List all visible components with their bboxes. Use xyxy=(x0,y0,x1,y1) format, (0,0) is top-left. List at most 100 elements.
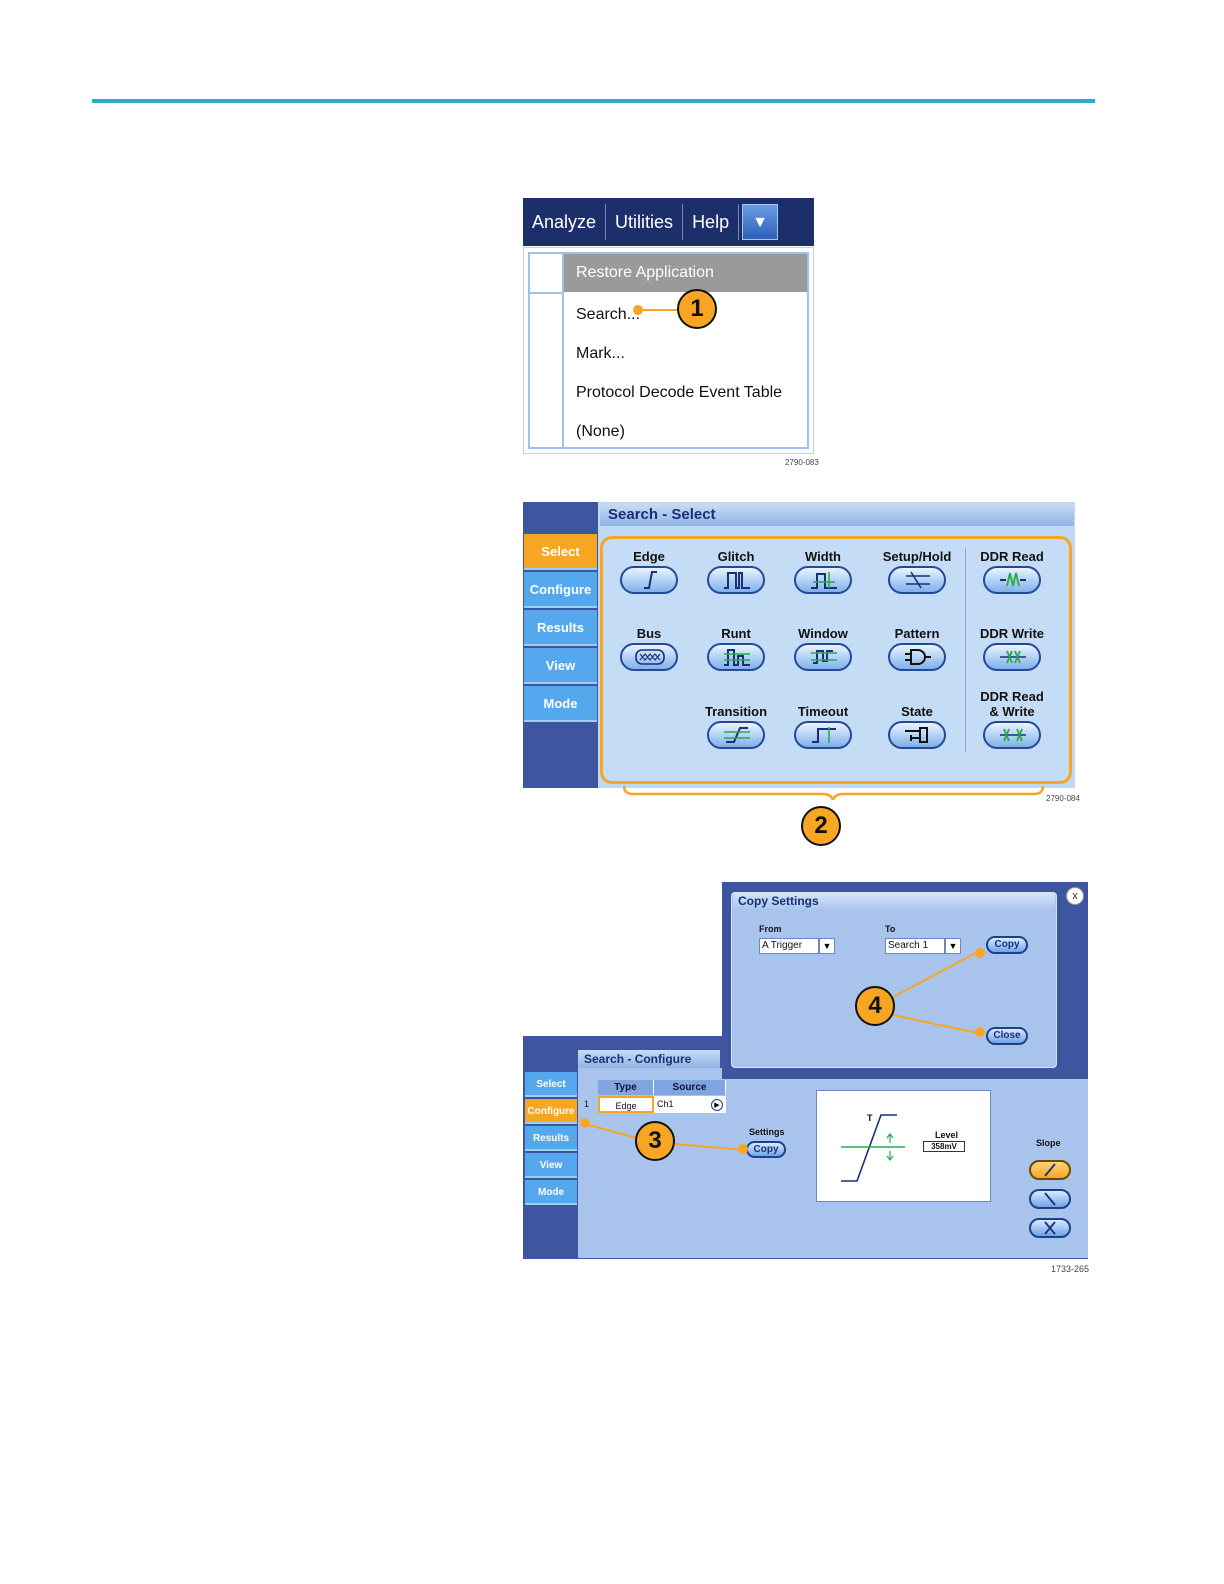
width-icon xyxy=(811,572,837,589)
bus-button[interactable] xyxy=(620,643,678,671)
width-button[interactable] xyxy=(794,566,852,594)
transition-button[interactable] xyxy=(707,721,765,749)
window-icon xyxy=(811,650,837,664)
tab-results[interactable]: Results xyxy=(525,1126,577,1151)
menu-item-search[interactable]: Search... xyxy=(576,306,641,323)
rising-edge-icon xyxy=(1044,1163,1056,1177)
menu-item-protocol-decode-event-table[interactable]: Protocol Decode Event Table xyxy=(576,384,783,401)
menu-gutter xyxy=(530,254,564,447)
ddr-read-write-button[interactable] xyxy=(983,721,1041,749)
slope-either-button[interactable] xyxy=(1029,1218,1071,1238)
callout-3: 3 xyxy=(635,1121,675,1161)
label-pattern: Pattern xyxy=(894,626,940,641)
ddr-write-button[interactable] xyxy=(983,643,1041,671)
level-label: Level xyxy=(935,1130,959,1140)
from-label: From xyxy=(759,924,782,934)
from-select[interactable]: A Trigger xyxy=(759,938,819,954)
source-cell[interactable]: Ch1 xyxy=(654,1096,726,1113)
edge-preview: T Level 358mV xyxy=(816,1090,991,1202)
label-transition: Transition xyxy=(704,704,768,719)
label-bus: Bus xyxy=(636,626,662,641)
menu-bar: Analyze Utilities Help ▼ xyxy=(523,198,814,246)
copy-button[interactable]: Copy xyxy=(986,936,1028,954)
label-glitch: Glitch xyxy=(717,549,755,564)
slope-falling-button[interactable] xyxy=(1029,1189,1071,1209)
either-edge-icon xyxy=(1044,1221,1056,1235)
label-width: Width xyxy=(805,549,841,564)
menu-item-restore-application[interactable]: Restore Application xyxy=(564,254,807,292)
to-label: To xyxy=(885,924,896,934)
menu-help[interactable]: Help xyxy=(683,204,740,240)
callout-3-dot-right xyxy=(738,1144,748,1154)
copy-settings-button[interactable]: Copy xyxy=(746,1141,786,1158)
divider xyxy=(965,548,966,752)
falling-edge-icon xyxy=(1044,1192,1056,1206)
dialog-title: Copy Settings xyxy=(733,893,1055,910)
menu-item-none[interactable]: (None) xyxy=(576,423,625,440)
ddr-read-button[interactable] xyxy=(983,566,1041,594)
label-runt: Runt xyxy=(721,626,751,641)
panel-title: Search - Configure xyxy=(578,1050,720,1068)
callout-4: 4 xyxy=(855,986,895,1026)
close-button[interactable]: Close xyxy=(986,1027,1028,1045)
panel-title: Search - Select xyxy=(600,504,1074,526)
callout-2-bracket xyxy=(623,786,1044,800)
source-arrow-icon[interactable]: ▶ xyxy=(711,1099,723,1111)
label-ddr-read-write-2: & Write xyxy=(989,704,1035,719)
menu-item-mark[interactable]: Mark... xyxy=(576,345,625,362)
tab-select[interactable]: Select xyxy=(525,1072,577,1097)
edge-waveform-icon xyxy=(841,1114,905,1182)
col-source: Source xyxy=(654,1080,726,1095)
tab-view[interactable]: View xyxy=(524,648,597,684)
label-state: State xyxy=(901,704,933,719)
to-select[interactable]: Search 1 xyxy=(885,938,945,954)
setup-hold-button[interactable] xyxy=(888,566,946,594)
dropdown-menu: Restore Application Search... Mark... Pr… xyxy=(523,247,814,454)
slope-label: Slope xyxy=(1036,1138,1061,1148)
state-button[interactable] xyxy=(888,721,946,749)
menu-utilities[interactable]: Utilities xyxy=(606,204,684,240)
state-icon xyxy=(905,727,928,743)
callout-4-dot-upper xyxy=(975,948,985,958)
runt-button[interactable] xyxy=(707,643,765,671)
close-icon[interactable]: x xyxy=(1066,887,1084,905)
label-ddr-read: DDR Read xyxy=(980,549,1044,564)
bus-icon xyxy=(635,649,665,665)
figure-number: 2790-083 xyxy=(785,458,819,467)
window-button[interactable] xyxy=(794,643,852,671)
runt-icon xyxy=(724,649,750,666)
slope-rising-button[interactable] xyxy=(1029,1160,1071,1180)
tab-configure[interactable]: Configure xyxy=(525,1099,577,1124)
callout-1-line xyxy=(638,309,680,311)
ddr-read-write-icon xyxy=(1000,728,1026,742)
ddr-write-icon xyxy=(1000,650,1026,664)
tab-select[interactable]: Select xyxy=(524,534,597,570)
tab-mode[interactable]: Mode xyxy=(525,1180,577,1205)
label-ddr-read-write-1: DDR Read xyxy=(980,689,1044,704)
type-cell[interactable]: Edge xyxy=(598,1096,654,1113)
tab-mode[interactable]: Mode xyxy=(524,686,597,722)
settings-label: Settings xyxy=(749,1127,785,1137)
tab-view[interactable]: View xyxy=(525,1153,577,1178)
trigger-t-marker: T xyxy=(867,1113,873,1123)
callout-3-dot-left xyxy=(580,1118,590,1128)
edge-icon xyxy=(644,571,657,589)
label-timeout: Timeout xyxy=(797,704,849,719)
dropdown-arrow-button[interactable]: ▼ xyxy=(742,204,779,240)
ddr-read-icon xyxy=(1000,572,1026,587)
edge-button[interactable] xyxy=(620,566,678,594)
setup-hold-icon xyxy=(906,571,930,589)
timeout-button[interactable] xyxy=(794,721,852,749)
figure-number: 1733-265 xyxy=(1051,1264,1090,1274)
glitch-icon xyxy=(724,572,750,589)
menu-analyze[interactable]: Analyze xyxy=(523,204,607,240)
tab-results[interactable]: Results xyxy=(524,610,597,646)
level-value[interactable]: 358mV xyxy=(923,1141,965,1152)
tab-configure[interactable]: Configure xyxy=(524,572,597,608)
chevron-down-icon[interactable]: ▼ xyxy=(945,938,961,954)
glitch-button[interactable] xyxy=(707,566,765,594)
chevron-down-icon[interactable]: ▼ xyxy=(819,938,835,954)
row-index: 1 xyxy=(584,1099,590,1109)
timeout-icon xyxy=(812,727,836,743)
pattern-button[interactable] xyxy=(888,643,946,671)
